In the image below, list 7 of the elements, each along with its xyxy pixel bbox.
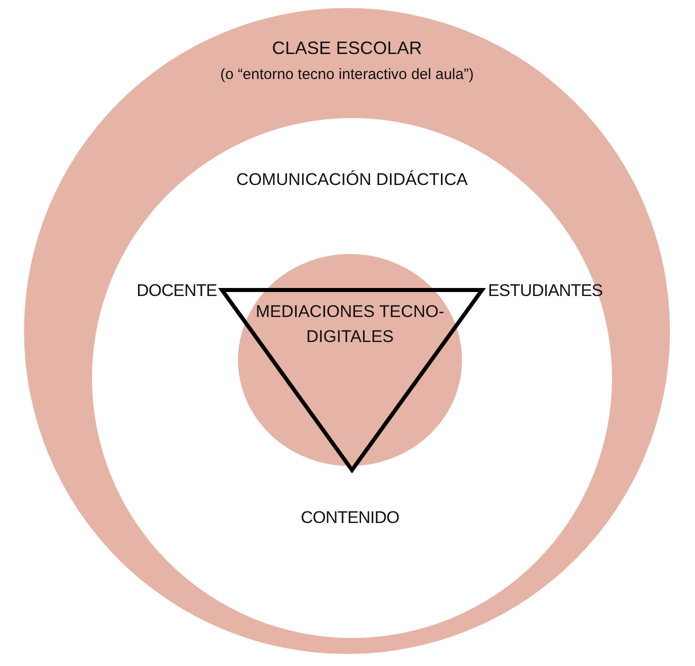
vertex-label: CONTENIDO (300, 508, 400, 528)
circle-title: COMUNICACIÓN DIDÁCTICA (236, 170, 468, 190)
ring-subtitle: (o “entorno tecno interactivo del aula”) (220, 66, 474, 83)
ring-title: CLASE ESCOLAR (272, 38, 422, 59)
vertex-label: ESTUDIANTES (488, 281, 603, 301)
vertex-label: DOCENTE (136, 281, 217, 301)
center-label: MEDIACIONES TECNO-DIGITALES (254, 301, 446, 348)
